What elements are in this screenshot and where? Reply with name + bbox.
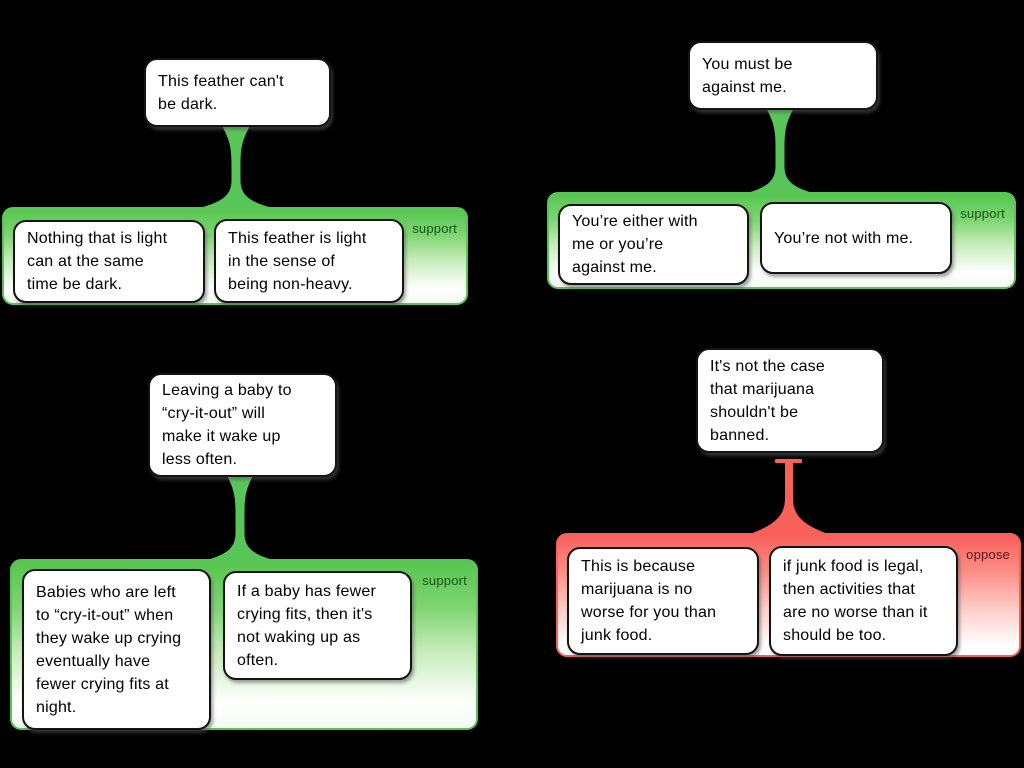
premise-box[interactable]: if junk food is legal, then activities t… xyxy=(769,546,958,656)
argument-group[interactable]: support Nothing that is light can at the… xyxy=(2,207,468,305)
argument-group[interactable]: support You’re either with me or you’re … xyxy=(547,192,1016,289)
premise-box[interactable]: You’re not with me. xyxy=(760,202,952,274)
conclusion-box[interactable]: Leaving a baby to “cry-it-out” will make… xyxy=(148,373,337,477)
support-connector xyxy=(735,106,825,196)
relation-label: support xyxy=(412,221,457,236)
support-connector xyxy=(195,472,285,563)
conclusion-box[interactable]: It's not the case that marijuana shouldn… xyxy=(696,348,884,453)
oppose-connector xyxy=(747,463,831,535)
relation-label: oppose xyxy=(966,547,1010,562)
relation-label: support xyxy=(960,206,1005,221)
relation-label: support xyxy=(422,573,467,588)
premise-box[interactable]: This feather is light in the sense of be… xyxy=(214,219,404,303)
argument-group[interactable]: oppose This is because marijuana is no w… xyxy=(556,533,1021,657)
argument-group[interactable]: support Babies who are left to “cry-it-o… xyxy=(10,559,478,730)
premise-box[interactable]: You’re either with me or you’re against … xyxy=(558,204,749,285)
premise-box[interactable]: If a baby has fewer crying fits, then it… xyxy=(223,571,412,680)
support-connector xyxy=(191,124,281,210)
oppose-bar xyxy=(775,459,802,463)
premise-box[interactable]: Nothing that is light can at the same ti… xyxy=(13,220,205,303)
conclusion-box[interactable]: You must be against me. xyxy=(688,41,878,110)
conclusion-box[interactable]: This feather can't be dark. xyxy=(144,58,331,127)
premise-box[interactable]: Babies who are left to “cry-it-out” when… xyxy=(22,569,211,730)
premise-box[interactable]: This is because marijuana is no worse fo… xyxy=(567,547,759,655)
